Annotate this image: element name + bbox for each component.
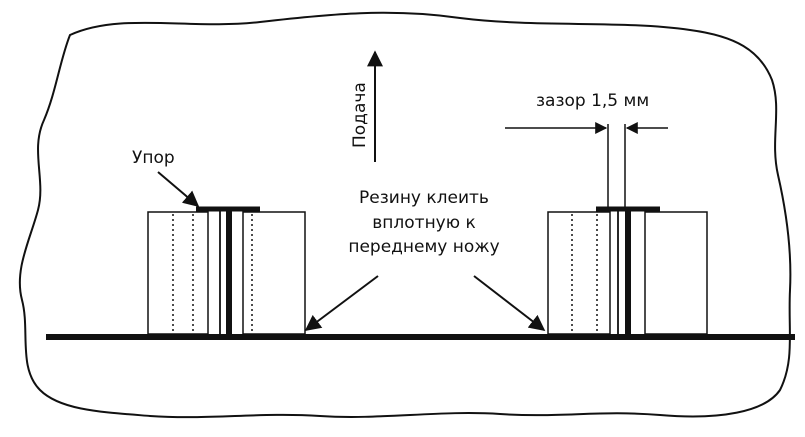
right-knife-assembly xyxy=(547,206,708,335)
boundary-outline xyxy=(18,11,792,419)
note-pointer-left xyxy=(304,275,379,331)
left-rubber-block-inner xyxy=(242,211,306,335)
gap-label: зазор 1,5 мм xyxy=(536,91,649,111)
left-knife-assembly xyxy=(147,206,306,335)
note-pointer-right xyxy=(473,275,546,331)
gap-dimension: зазор 1,5 мм xyxy=(505,91,668,209)
stop-label: Упор xyxy=(132,148,175,168)
stop-pointer xyxy=(157,171,200,208)
note-line-3: переднему ножу xyxy=(348,237,499,257)
note-line-2: вплотную к xyxy=(372,213,475,233)
feed-direction: Подача xyxy=(350,50,383,162)
right-rubber-block-outer xyxy=(547,211,611,335)
right-rubber-block-inner xyxy=(644,211,708,335)
glue-note: Резину клеить вплотную к переднему ножу xyxy=(304,188,546,331)
note-line-1: Резину клеить xyxy=(359,188,489,208)
stop-callout: Упор xyxy=(132,148,200,208)
feed-label: Подача xyxy=(350,82,370,148)
left-rubber-block-outer xyxy=(147,211,209,335)
